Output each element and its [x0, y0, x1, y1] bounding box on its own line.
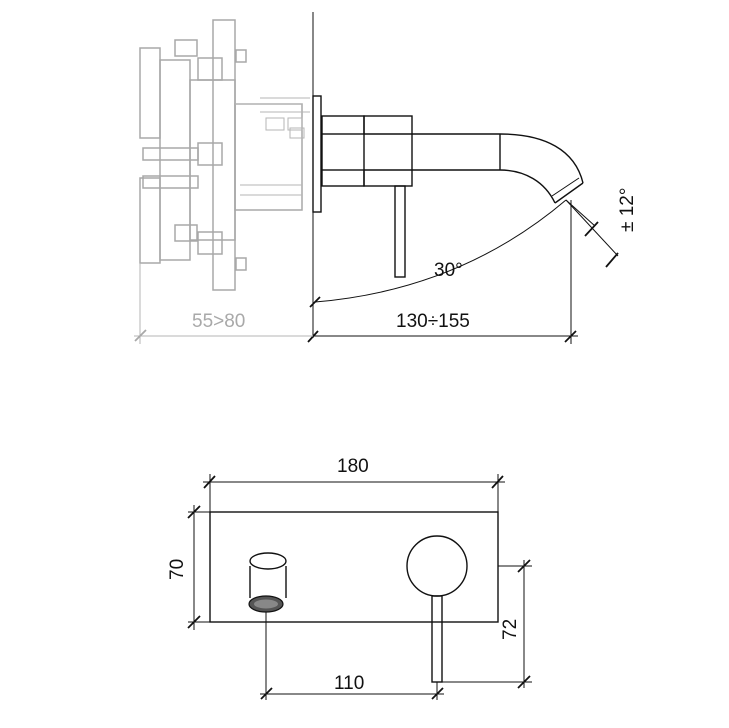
lever-handle-side: [394, 185, 406, 278]
dim-plate-width: 180: [337, 456, 369, 477]
body-depth-dimension: [134, 263, 313, 344]
aerator-tilt-indicator: [565, 199, 619, 268]
wall-plate-front: [209, 511, 499, 623]
lever-stem: [431, 595, 443, 683]
swivel-arc-tick: [309, 296, 321, 308]
wall-plate-side: [312, 95, 322, 213]
dim-lever-drop: 72: [500, 619, 521, 640]
dim-spout-to-lever: 110: [334, 673, 364, 694]
side-view: ± 12° 30° 130÷155 55>80: [134, 12, 638, 344]
swivel-arc: [314, 199, 567, 303]
spout-side: [321, 115, 584, 278]
dim-spout-reach: 130÷155: [396, 311, 470, 332]
dim-swivel-angle: 30°: [434, 260, 463, 281]
lever-knob: [406, 535, 468, 597]
dim-plate-height: 70: [167, 559, 188, 580]
spout-front: [248, 552, 287, 613]
front-view: 180 70 110 72: [167, 456, 532, 700]
concealed-body: [139, 19, 310, 291]
dim-aerator-tilt: ± 12°: [617, 188, 638, 232]
dim-body-depth: 55>80: [192, 311, 245, 332]
